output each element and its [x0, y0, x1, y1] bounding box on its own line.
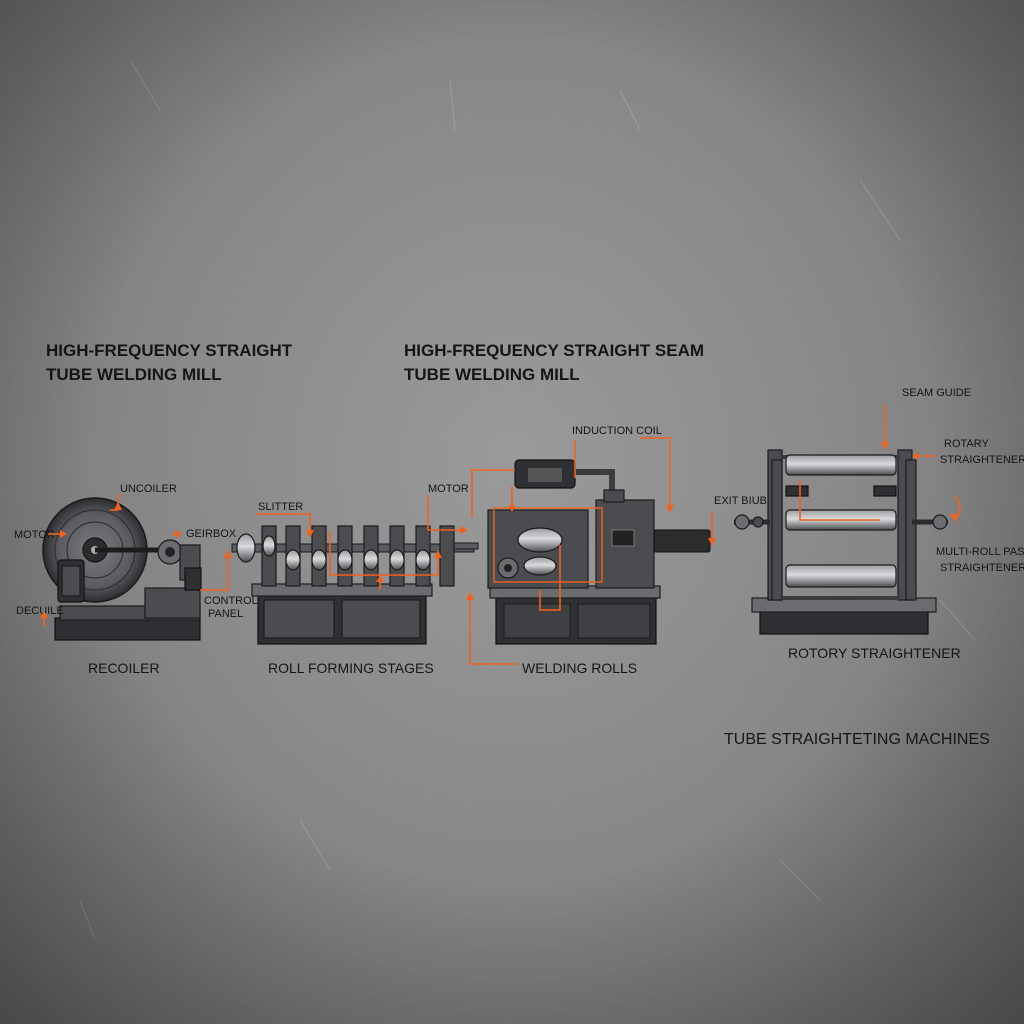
label-exit-guide: EXIT BIUB [714, 495, 767, 507]
forming-rolls [236, 533, 431, 571]
label-rotary-2: STRAIGHTENER [940, 454, 1024, 466]
label-control-panel-1: CONTROL [204, 595, 258, 607]
label-recoiler: RECOILER [88, 660, 160, 676]
label-multi-roll-1: MULTI-ROLL PASS [936, 546, 1024, 558]
label-tube-straightening: TUBE STRAIGHTETING MACHINES [724, 731, 990, 748]
label-motor-center: MOTOR [428, 483, 469, 495]
label-rotary-straightener: ROTORY STRAIGHTENER [788, 645, 961, 661]
straightener-machine [734, 449, 948, 635]
label-gearbox: GEIRBOX [186, 528, 237, 540]
label-seam-guide: SEAM GUIDE [902, 387, 971, 399]
label-control-panel-2: PANEL [208, 608, 243, 620]
label-induction-coil: INDUCTION COIL [572, 425, 662, 437]
left-title-line2: TUBE WELDING MILL [46, 365, 222, 384]
control-panel [184, 567, 202, 591]
center-title-line2: TUBE WELDING MILL [404, 365, 580, 384]
exit-tube [653, 529, 711, 553]
straightener-roll-3 [785, 564, 897, 588]
label-motor-left: MOTOR [14, 529, 55, 541]
welding-machine [487, 459, 711, 645]
welding-roll-upper [517, 527, 563, 553]
label-rotary-1: ROTARY [944, 438, 989, 450]
label-uncoiler: UNCOILER [120, 483, 177, 495]
center-title-line1: HIGH-FREQUENCY STRAIGHT SEAM [404, 341, 704, 360]
label-roll-forming: ROLL FORMING STAGES [268, 660, 434, 676]
label-decoiler: DECUILE [16, 605, 64, 617]
welding-roll-lower [523, 556, 557, 576]
recoiler-machine [42, 497, 202, 641]
label-slitter: SLITTER [258, 501, 303, 513]
label-multi-roll-2: STRAIGHTENER [940, 562, 1024, 574]
straightener-roll-1 [785, 454, 897, 476]
left-title-line1: HIGH-FREQUENCY STRAIGHT [46, 341, 293, 360]
label-welding-rolls: WELDING ROLLS [522, 660, 637, 676]
roll-forming-machine [231, 525, 479, 645]
